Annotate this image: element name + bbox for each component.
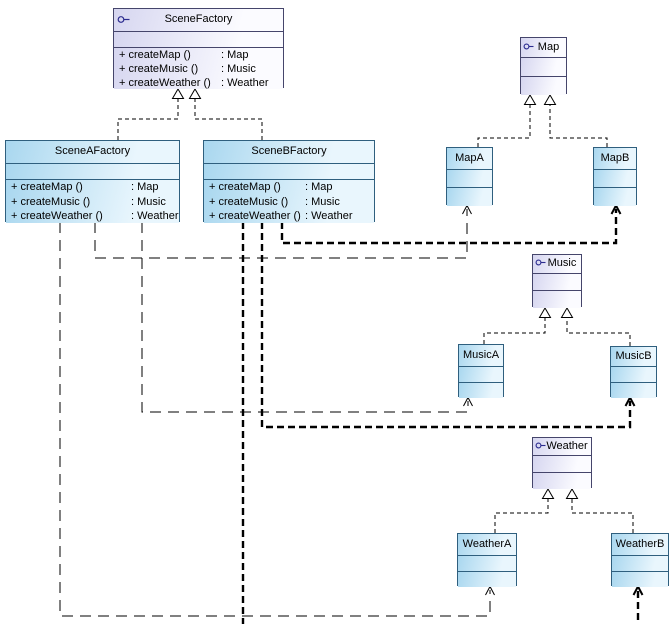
- class-box-weather[interactable]: Weather: [532, 437, 592, 489]
- class-name: SceneAFactory: [54, 145, 131, 157]
- class-box-mapa[interactable]: MapA: [446, 147, 493, 206]
- operations-compartment: [594, 187, 636, 206]
- generalization-triangle-icon: [538, 307, 552, 318]
- class-name: Weather: [546, 440, 588, 452]
- class-name: MapA: [455, 152, 484, 164]
- generalization-triangle-icon: [565, 488, 579, 499]
- generalization-triangle-icon: [188, 88, 202, 99]
- operations-compartment: [458, 571, 516, 587]
- operation: + createMusic (): Music: [119, 63, 256, 75]
- class-box-scenefactory[interactable]: SceneFactory + createMap (): Map + creat…: [113, 8, 284, 89]
- operations-compartment: [459, 382, 503, 398]
- operations-compartment: [533, 290, 581, 308]
- operation: + createMusic (): Music: [11, 195, 166, 208]
- dependency-scenebfactory-weatherb: [241, 222, 640, 624]
- class-box-mapb[interactable]: MapB: [593, 147, 637, 206]
- class-name: MusicA: [462, 349, 500, 361]
- attributes-compartment: [114, 31, 283, 47]
- class-icon: [535, 440, 547, 455]
- realization-mapb-map: [549, 104, 608, 147]
- class-box-musica[interactable]: MusicA: [458, 344, 504, 398]
- class-icon: [117, 12, 131, 31]
- attributes-compartment: [6, 163, 179, 179]
- operation: + createMap (): Map: [11, 181, 159, 193]
- dependency-scenebfactory-mapb: [280, 209, 618, 245]
- attributes-compartment: [533, 273, 581, 290]
- class-box-map[interactable]: Map: [520, 37, 567, 95]
- generalization-triangle-icon: [541, 488, 555, 499]
- generalization-triangle-icon: [523, 94, 537, 105]
- realization-weatherb-weather: [571, 498, 634, 533]
- attributes-compartment: [521, 57, 566, 76]
- dependency-scenebfactory-musicb: [260, 222, 632, 429]
- attributes-compartment: [447, 169, 492, 187]
- class-box-scenebfactory[interactable]: SceneBFactory + createMap (): Map + crea…: [203, 140, 375, 223]
- attributes-compartment: [204, 163, 374, 179]
- attributes-compartment: [611, 366, 656, 382]
- dependency-sceneafactory-musica: [141, 222, 469, 413]
- class-name: SceneFactory: [164, 13, 233, 25]
- class-box-sceneafactory[interactable]: SceneAFactory + createMap (): Map + crea…: [5, 140, 180, 223]
- operations-compartment: [611, 382, 656, 398]
- realization-scenebfactory-scenefactory: [194, 98, 263, 140]
- attributes-compartment: [533, 455, 591, 472]
- class-icon: [523, 40, 535, 57]
- realization-mapa-map: [477, 104, 531, 147]
- attributes-compartment: [459, 366, 503, 382]
- dependency-sceneafactory-mapa: [94, 209, 468, 259]
- operation: + createMap (): Map: [119, 49, 249, 61]
- class-box-weatherb[interactable]: WeatherB: [611, 533, 669, 587]
- realization-weathera-weather: [494, 498, 549, 533]
- attributes-compartment: [458, 555, 516, 571]
- class-name: WeatherA: [462, 538, 512, 550]
- class-name: Music: [547, 257, 577, 269]
- attributes-compartment: [594, 169, 636, 187]
- realization-musicb-music: [566, 317, 631, 346]
- generalization-triangle-icon: [543, 94, 557, 105]
- operations-compartment: [521, 76, 566, 95]
- realization-sceneafactory-scenefactory: [117, 98, 179, 140]
- class-box-musicb[interactable]: MusicB: [610, 346, 657, 398]
- operation: + createWeather (): Weather: [11, 210, 179, 223]
- class-name: MapB: [600, 152, 630, 164]
- operation: + createWeather (): Weather: [119, 77, 269, 89]
- class-name: MusicB: [615, 350, 652, 362]
- operation: + createMap (): Map: [209, 181, 333, 193]
- attributes-compartment: [612, 555, 668, 571]
- operations-compartment: [447, 187, 492, 206]
- class-box-music[interactable]: Music: [532, 254, 582, 308]
- operation: + createWeather (): Weather: [209, 210, 353, 223]
- operations-compartment: + createMap (): Map + createMusic (): Mu…: [204, 179, 374, 223]
- operations-compartment: [612, 571, 668, 587]
- class-name: WeatherB: [615, 538, 665, 550]
- dependency-sceneafactory-weathera: [59, 222, 491, 617]
- generalization-triangle-icon: [171, 88, 185, 99]
- operation: + createMusic (): Music: [209, 195, 340, 208]
- generalization-triangle-icon: [560, 307, 574, 318]
- realization-musica-music: [483, 317, 546, 344]
- operations-compartment: [533, 472, 591, 489]
- class-icon: [535, 257, 547, 273]
- class-name: SceneBFactory: [251, 145, 327, 157]
- operations-compartment: + createMap (): Map + createMusic (): Mu…: [114, 47, 283, 89]
- operations-compartment: + createMap (): Map + createMusic (): Mu…: [6, 179, 179, 223]
- class-name: Map: [537, 41, 560, 53]
- class-box-weathera[interactable]: WeatherA: [457, 533, 517, 587]
